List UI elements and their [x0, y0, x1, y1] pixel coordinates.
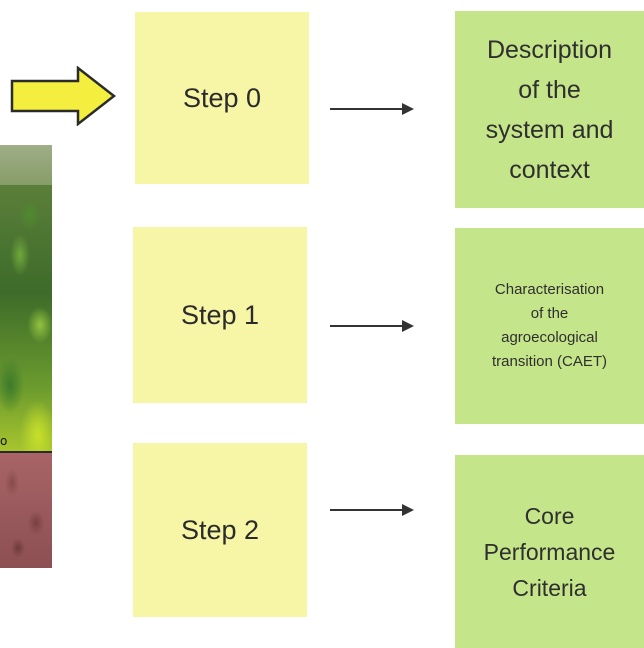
step-1-note: Step 1: [133, 227, 307, 403]
step-2-label: Step 2: [180, 514, 260, 545]
photo-plants: [0, 185, 52, 453]
result-1-note: Characterisation of the agroecological t…: [455, 228, 644, 424]
connector-arrow-0: [330, 103, 414, 115]
connector-arrow-1: [330, 320, 414, 332]
step-2-note: Step 2: [133, 443, 307, 617]
result-2-note: Core Performance Criteria: [455, 455, 644, 648]
result-0-text: Description of the system and context: [485, 35, 614, 184]
photo-soil: [0, 453, 52, 568]
result-1-text: Characterisation of the agroecological t…: [491, 281, 608, 370]
photo-label-fragment: o: [0, 434, 8, 448]
step-0-note: Step 0: [135, 12, 309, 184]
result-0-note: Description of the system and context: [455, 11, 644, 208]
step-1-label: Step 1: [180, 299, 260, 330]
photo-divider: [0, 451, 52, 453]
step-0-label: Step 0: [182, 82, 262, 113]
connector-arrow-2: [330, 504, 414, 516]
pointer-arrow-icon: [10, 66, 116, 126]
field-photo: o: [0, 145, 52, 568]
result-2-text: Core Performance Criteria: [483, 502, 616, 601]
